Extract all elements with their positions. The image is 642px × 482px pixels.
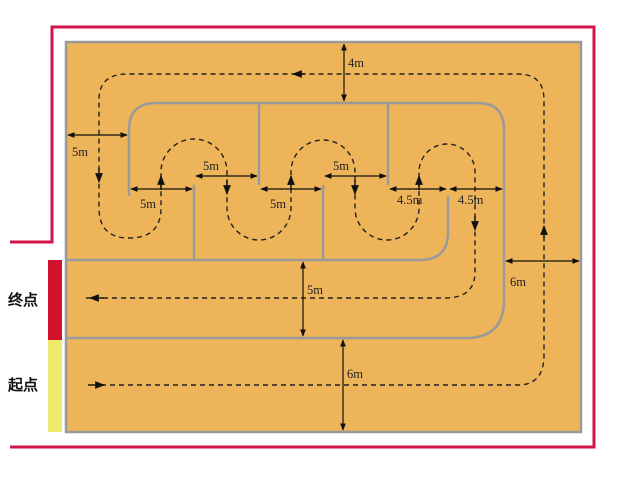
lane-walls [66,101,506,340]
dimension-labels: 4m 5m 5m 5m 5m 5m 4.5m 4.5m 6m 5m 6m [72,56,526,381]
start-label: 起点 [8,376,39,394]
dim-lane-7: 4.5m [458,193,484,207]
dim-lane-2: 5m [203,159,219,173]
dim-left-gap: 5m [72,145,88,159]
dimension-lines [67,43,580,431]
start-bar [48,340,62,432]
dim-bottom-gap: 6m [347,367,363,381]
dim-middle-gap: 5m [307,283,323,297]
dim-lane-6: 4.5m [397,193,423,207]
dim-right-gap: 6m [510,275,526,289]
finish-bar [48,260,62,340]
dim-lane-4: 5m [333,159,349,173]
dim-lane-3: 5m [270,197,286,211]
dim-top-gap: 4m [348,56,364,70]
running-path [86,73,545,386]
outer-boundary-line [10,25,596,449]
finish-label: 终点 [8,291,39,309]
dim-lane-1: 5m [140,197,156,211]
